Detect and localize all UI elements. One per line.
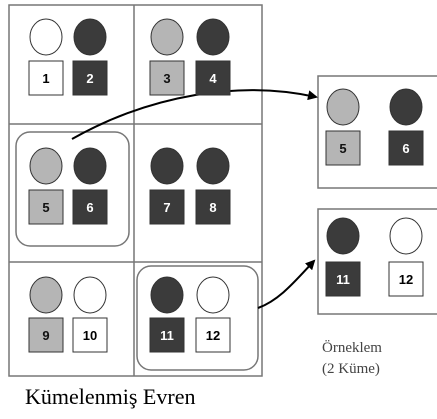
unit-label-11: 11: [160, 328, 174, 343]
unit-label-2: 2: [86, 71, 93, 86]
population-caption: Kümelenmiş Evren: [25, 384, 195, 409]
unit-3: 3: [149, 18, 185, 96]
arrow-to-sample-1: [71, 89, 318, 140]
unit-circle-12: [196, 276, 230, 314]
unit-label-8: 8: [209, 200, 216, 215]
unit-label-6: 6: [86, 200, 93, 215]
unit-square-12: [388, 261, 424, 297]
unit-square-11: [325, 261, 361, 297]
sample-caption-line2: (2 Küme): [322, 361, 380, 377]
unit-7: 7: [149, 147, 185, 225]
cluster-6: 11 12: [149, 276, 231, 353]
unit-circle-11: [150, 276, 184, 314]
unit-label-12: 12: [399, 272, 413, 287]
unit-circle-3: [150, 18, 184, 56]
unit-square-5: [28, 189, 64, 225]
sample-caption-line1: Örneklem: [322, 339, 382, 356]
cluster-5: 9 10: [28, 276, 108, 353]
unit-label-1: 1: [42, 71, 49, 86]
unit-5: 5: [325, 88, 361, 166]
arrow-to-sample-2: [257, 259, 316, 309]
unit-label-5: 5: [339, 141, 346, 156]
population-frame: [8, 4, 263, 377]
unit-2: 2: [72, 18, 108, 96]
sample-box-1: [317, 75, 437, 189]
unit-label-5: 5: [42, 200, 49, 215]
unit-label-9: 9: [42, 328, 49, 343]
unit-square-5: [325, 130, 361, 166]
unit-square-4: [195, 60, 231, 96]
unit-square-10: [72, 317, 108, 353]
unit-circle-4: [196, 18, 230, 56]
unit-circle-5: [29, 147, 63, 185]
sample-box-2: [317, 208, 437, 315]
unit-square-3: [149, 60, 185, 96]
unit-circle-6: [73, 147, 107, 185]
unit-circle-2: [73, 18, 107, 56]
unit-label-7: 7: [163, 200, 170, 215]
unit-label-10: 10: [83, 328, 97, 343]
unit-circle-1: [29, 18, 63, 56]
unit-circle-12: [389, 217, 423, 255]
unit-circle-11: [326, 217, 360, 255]
unit-square-12: [195, 317, 231, 353]
unit-label-12: 12: [206, 328, 220, 343]
unit-8: 8: [195, 147, 231, 225]
population-grid: [8, 4, 263, 377]
unit-square-6: [72, 189, 108, 225]
unit-5: 5: [28, 147, 64, 225]
unit-circle-5: [326, 88, 360, 126]
unit-circle-9: [29, 276, 63, 314]
unit-6: 6: [388, 88, 424, 166]
unit-11: 11: [149, 276, 185, 353]
unit-4: 4: [195, 18, 231, 96]
unit-6: 6: [72, 147, 108, 225]
unit-circle-7: [150, 147, 184, 185]
unit-square-8: [195, 189, 231, 225]
selected-cluster-highlight-6: [136, 265, 259, 371]
unit-square-1: [28, 60, 64, 96]
unit-12: 12: [195, 276, 231, 353]
unit-label-6: 6: [402, 141, 409, 156]
unit-circle-8: [196, 147, 230, 185]
selected-cluster-highlight-3: [15, 131, 130, 247]
unit-9: 9: [28, 276, 64, 353]
unit-label-4: 4: [209, 71, 217, 86]
unit-square-2: [72, 60, 108, 96]
unit-square-6: [388, 130, 424, 166]
unit-12: 12: [388, 217, 424, 297]
unit-square-11: [149, 317, 185, 353]
unit-10: 10: [72, 276, 108, 353]
sample-cluster-2: 11 12: [325, 217, 424, 297]
unit-label-3: 3: [163, 71, 170, 86]
unit-1: 1: [28, 18, 64, 96]
unit-square-7: [149, 189, 185, 225]
unit-square-9: [28, 317, 64, 353]
unit-11: 11: [325, 217, 361, 297]
unit-circle-10: [73, 276, 107, 314]
unit-label-11: 11: [336, 272, 350, 287]
unit-circle-6: [389, 88, 423, 126]
